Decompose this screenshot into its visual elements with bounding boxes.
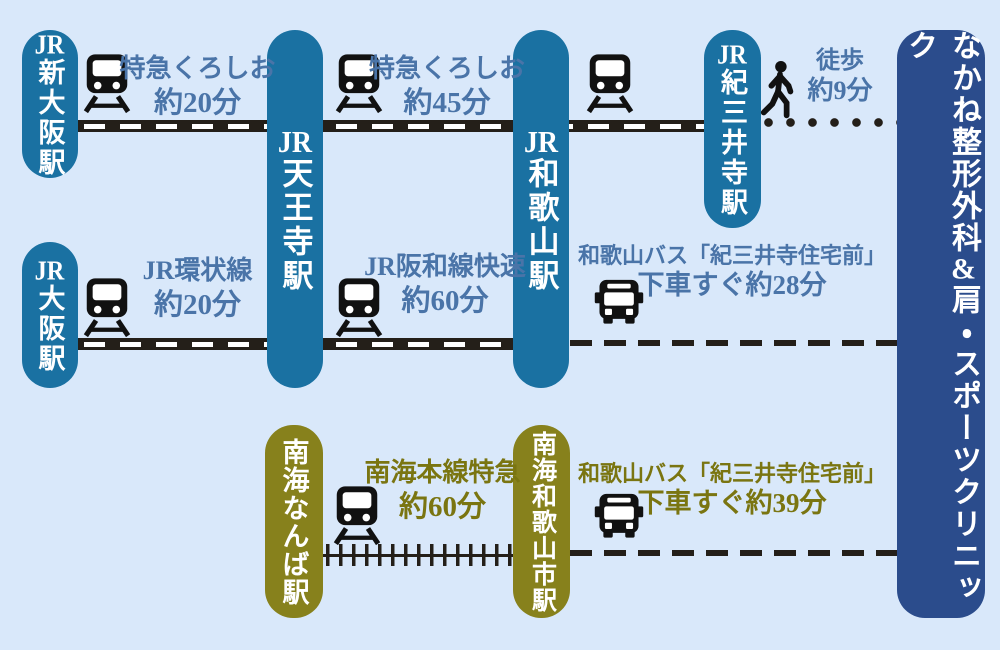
destination-label: なかね整形外科&肩・スポーツクリニック — [897, 30, 985, 618]
station-pill-wakayama: JR和歌山駅 — [513, 30, 569, 388]
station-pill-osaka: JR大阪駅 — [22, 242, 78, 388]
station-prefix: JR — [277, 125, 313, 157]
destination-name-part: 肩・スポーツクリニック — [903, 30, 980, 604]
route-name: 徒歩 — [816, 48, 864, 74]
bus-icon — [594, 274, 644, 331]
route-label-bus-28: 和歌山バス「紀三井寺住宅前」 下車すぐ約28分 — [567, 243, 897, 302]
ampersand: & — [951, 254, 976, 284]
route-label-kanjo-line: JR環状線 約20分 — [105, 256, 290, 322]
train-icon — [583, 52, 637, 114]
route-name: 和歌山バス「紀三井寺住宅前」 — [577, 461, 886, 486]
train-icon — [332, 52, 386, 114]
station-name: 紀三井寺駅 — [717, 67, 747, 218]
bus-icon — [594, 488, 644, 545]
station-label: JR和歌山駅 — [519, 126, 564, 293]
destination-name-part: なかね整形外科 — [947, 30, 980, 254]
route-duration: 約60分 — [398, 490, 486, 523]
route-duration: 約60分 — [401, 284, 489, 317]
route-label-hanwa-line: JR阪和線快速 約60分 — [345, 252, 545, 318]
route-name: 南海本線特急 — [364, 458, 521, 487]
route-label-nankai-express: 南海本線特急 約60分 — [345, 458, 540, 524]
route-name: JR環状線 — [142, 256, 253, 285]
station-name: 新大阪駅 — [34, 57, 65, 178]
station-pill-nankai-wakayamashi: 南海和歌山市駅 — [513, 425, 570, 618]
station-name: 南海なんば駅 — [278, 437, 309, 606]
bus-dashed-line-row3 — [570, 550, 898, 556]
station-label: 南海和歌山市駅 — [524, 431, 560, 613]
station-label: JR天王寺駅 — [273, 126, 318, 293]
route-label-walk: 徒歩 約9分 — [795, 47, 885, 107]
route-label-kuroshio-20: 特急くろしお 約20分 — [105, 54, 290, 120]
route-label-kuroshio-45: 特急くろしお 約45分 — [352, 54, 542, 120]
station-name: 和歌山駅 — [523, 156, 559, 293]
route-duration: 約20分 — [153, 288, 241, 321]
walk-icon — [758, 60, 800, 123]
train-icon — [80, 52, 134, 114]
station-label: JR紀三井寺駅 — [713, 41, 752, 218]
station-name: 天王寺駅 — [277, 156, 313, 293]
bus-dashed-line-row2 — [570, 340, 898, 346]
route-name: 特急くろしお — [368, 54, 525, 83]
station-prefix: JR — [717, 40, 747, 68]
train-icon — [330, 484, 384, 546]
station-label: 南海なんば駅 — [275, 438, 314, 606]
route-duration: 下車すぐ約28分 — [637, 269, 827, 300]
station-prefix: JR — [523, 125, 559, 157]
station-name: 大阪駅 — [34, 283, 65, 374]
route-label-bus-39: 和歌山バス「紀三井寺住宅前」 下車すぐ約39分 — [567, 461, 897, 520]
station-prefix: JR — [34, 256, 65, 284]
route-duration: 下車すぐ約39分 — [637, 487, 827, 518]
train-icon — [80, 276, 134, 338]
station-pill-nankai-namba: 南海なんば駅 — [265, 425, 323, 618]
station-pill-kimiidera: JR紀三井寺駅 — [704, 30, 761, 228]
route-duration: 約9分 — [807, 76, 873, 106]
route-name: 和歌山バス「紀三井寺住宅前」 — [577, 243, 886, 268]
jr-track-line-row1 — [40, 120, 740, 132]
route-duration: 約45分 — [403, 86, 491, 119]
train-icon — [332, 276, 386, 338]
station-label: JR大阪駅 — [31, 257, 70, 374]
route-name: 特急くろしお — [119, 54, 276, 83]
walk-dotted-line — [764, 118, 900, 127]
station-pill-shin-osaka: JR新大阪駅 — [22, 30, 78, 178]
destination-pill-clinic: なかね整形外科&肩・スポーツクリニック — [897, 30, 985, 618]
station-name: 南海和歌山市駅 — [528, 430, 556, 613]
route-duration: 約20分 — [153, 86, 241, 119]
station-prefix: JR — [34, 30, 65, 58]
station-label: JR新大阪駅 — [31, 31, 70, 178]
station-pill-tennoji: JR天王寺駅 — [267, 30, 323, 388]
route-name: JR阪和線快速 — [364, 252, 526, 281]
nankai-rail-tick-line — [300, 544, 550, 566]
